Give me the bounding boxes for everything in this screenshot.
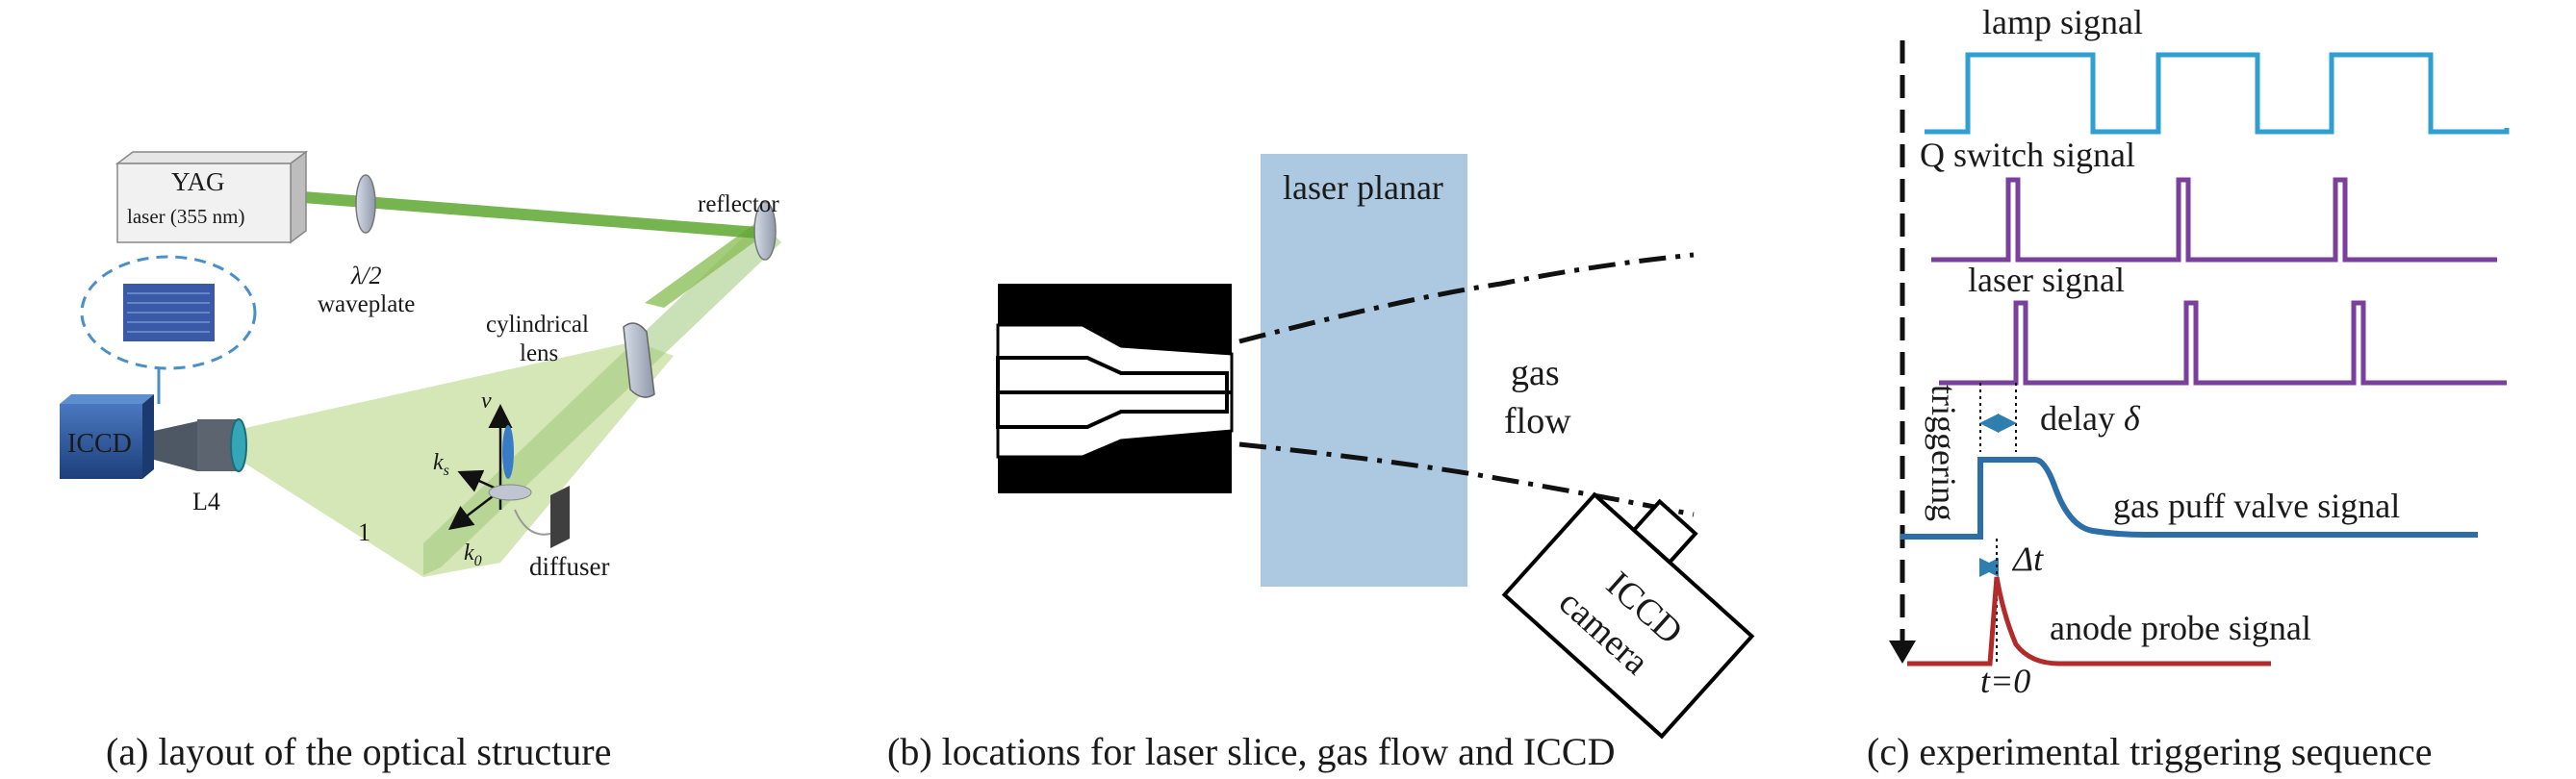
nozzle-base (488, 484, 532, 501)
cylindrical-lens-optic (623, 322, 655, 398)
panel-a-optical-layout: YAG laser (355 nm) λ/2 waveplate reflect… (60, 150, 781, 773)
anode-probe-trace (1907, 576, 2271, 666)
time-axis-arrowhead (1889, 641, 1916, 664)
lamp-signal-label: lamp signal (1982, 3, 2143, 41)
iccd-lens-glass (230, 418, 247, 472)
laser-planar-label: laser planar (1283, 168, 1443, 207)
laser-signal-trace (1939, 300, 2507, 386)
beam-reflector-to-lens (645, 221, 770, 308)
t0-label: t=0 (1980, 662, 2030, 700)
iccd-camera-side (142, 394, 154, 479)
thumbnail-pattern (127, 292, 210, 333)
camera-lens (1631, 498, 1698, 565)
waveplate-label: waveplate (318, 291, 415, 317)
sheet-number-label: 1 (358, 518, 370, 546)
scattered-light-cone (245, 341, 674, 577)
ks-axis-label: ks (433, 450, 449, 479)
triggering-label: triggering (1925, 385, 1963, 521)
qswitch-signal-trace (1931, 177, 2497, 263)
waveplate-optic (355, 174, 376, 234)
lamp-signal-trace (1925, 52, 2510, 135)
panel-c-triggering-sequence: lamp signal Q switch signal laser signal… (1867, 3, 2510, 773)
gas-puff-valve-label: gas puff valve signal (2113, 487, 2400, 525)
gas-flow-upper-boundary (1238, 252, 1695, 344)
iccd-camera-icon: ICCD camera (1501, 491, 1755, 740)
laser-signal-label: laser signal (1968, 261, 2125, 299)
cylindrical-lens-label-1: cylindrical (486, 312, 589, 338)
camera-body (1501, 491, 1755, 740)
v-axis-label: v (481, 389, 492, 414)
delay-label: delay δ (2040, 399, 2141, 438)
qswitch-signal-label: Q switch signal (1920, 136, 2135, 174)
ks-symbol: k (433, 450, 444, 475)
image-inset-outline (80, 255, 257, 370)
waveplate-symbol: λ/2 (350, 262, 381, 289)
iccd-camera-top (60, 394, 154, 404)
iccd-objective (154, 421, 197, 471)
delay-word: delay (2040, 399, 2115, 438)
gas-flow-lower-boundary (1238, 441, 1695, 517)
nozzle-plume (502, 425, 514, 479)
laser-wavelength-label: laser (355 nm) (127, 205, 244, 228)
k0-subscript: 0 (474, 553, 482, 569)
delay-symbol: δ (2124, 399, 2141, 438)
reflector-mirror (753, 201, 777, 261)
caption-a: (a) layout of the optical structure (106, 730, 611, 773)
flow-label: flow (1504, 401, 1571, 441)
diffuser-label: diffuser (529, 552, 609, 581)
yag-laser-box (116, 163, 292, 243)
yag-laser-box-top (115, 151, 309, 164)
caption-c: (c) experimental triggering sequence (1867, 730, 2433, 773)
yag-label: YAG (171, 167, 225, 196)
gas-label: gas (1511, 353, 1560, 393)
yag-laser-box-side (290, 150, 307, 244)
iccd-camera-body (60, 404, 142, 479)
k0-axis-label: k0 (464, 540, 482, 569)
beam-yag-to-reflector (302, 191, 759, 239)
dt-label: Δt (2011, 540, 2044, 578)
anode-probe-label: anode probe signal (2050, 609, 2311, 647)
iccd-label: ICCD (67, 429, 132, 459)
diffuser-plate (550, 486, 570, 548)
gas-puff-valve-trace (1900, 457, 2478, 540)
cylindrical-lens-label-2: lens (520, 340, 558, 366)
diffuser-stand (514, 509, 551, 536)
laser-planar-sheet (1261, 154, 1467, 587)
ks-subscript: s (444, 463, 449, 479)
lens-l4-label: L4 (192, 488, 220, 515)
k0-symbol: k (464, 540, 474, 565)
caption-b: (b) locations for laser slice, gas flow … (887, 730, 1615, 773)
reflector-label: reflector (698, 191, 779, 217)
panel-b-locations: laser planar gas flow ICCD camera (b) lo… (887, 154, 1755, 773)
